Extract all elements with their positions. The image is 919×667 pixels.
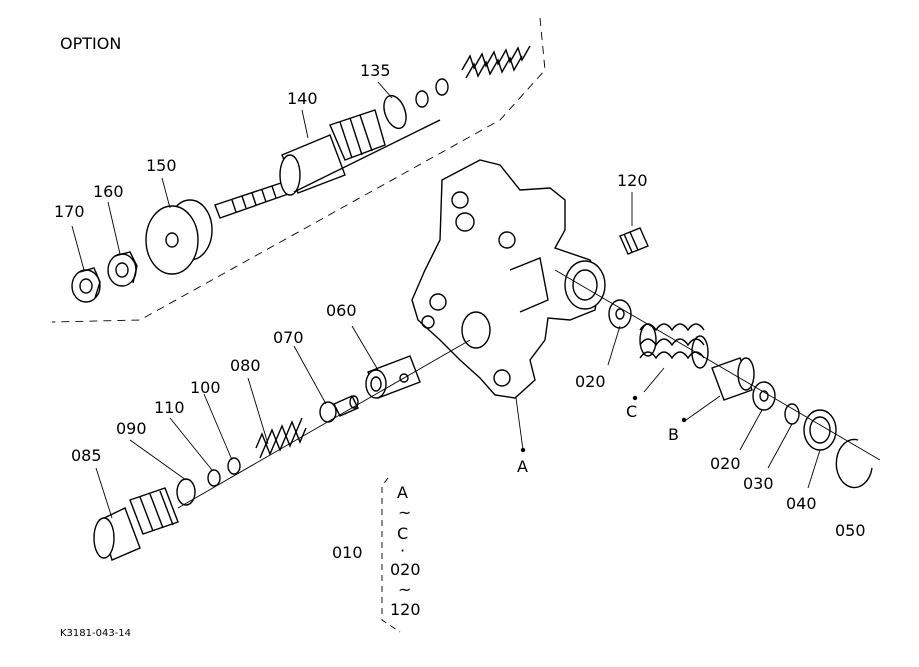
part-020-washer-lower xyxy=(752,381,776,411)
label-020-upper: 020 xyxy=(575,372,606,391)
assembly-line-6: ~ xyxy=(398,580,411,599)
part-160-nut xyxy=(107,251,138,287)
axis-line-right xyxy=(554,269,881,461)
assembly-line-2: ~ xyxy=(398,503,411,522)
label-010: 010 xyxy=(332,543,363,562)
label-060: 060 xyxy=(326,301,357,320)
axis-line-left xyxy=(177,339,471,509)
label-040: 040 xyxy=(786,494,817,513)
label-120: 120 xyxy=(617,171,648,190)
part-070-poppet xyxy=(319,395,359,423)
assembly-line-3: C xyxy=(397,524,408,543)
part-110-washer xyxy=(207,469,221,487)
assembly-line-7: 120 xyxy=(390,600,421,619)
part-040-washer xyxy=(803,409,837,451)
label-090: 090 xyxy=(116,419,147,438)
part-100-washer xyxy=(227,457,241,475)
part-150-knob xyxy=(145,199,213,275)
label-030: 030 xyxy=(743,474,774,493)
label-110: 110 xyxy=(154,398,185,417)
label-150: 150 xyxy=(146,156,177,175)
assembly-line-4: · xyxy=(400,541,405,560)
part-030-ring xyxy=(784,403,800,425)
part-080-spring xyxy=(255,417,307,459)
label-085: 085 xyxy=(71,446,102,465)
option-boundary xyxy=(51,17,546,323)
label-140: 140 xyxy=(287,89,318,108)
label-100: 100 xyxy=(190,378,221,397)
part-090-o-ring xyxy=(176,478,196,506)
part-120-plug xyxy=(619,227,649,255)
part-b-sleeve xyxy=(711,357,755,401)
part-valve-body xyxy=(411,159,606,399)
part-060-sleeve xyxy=(365,355,421,399)
label-050: 050 xyxy=(835,521,866,540)
ref-label-a: A xyxy=(517,457,528,476)
part-085-plug xyxy=(93,487,179,561)
part-c-spring xyxy=(639,323,709,369)
part-option-spring xyxy=(461,45,531,79)
part-135-o-ring xyxy=(383,94,407,130)
label-020-lower: 020 xyxy=(710,454,741,473)
assembly-line-5: 020 xyxy=(390,560,421,579)
leader-lines xyxy=(71,81,821,519)
assembly-bracket xyxy=(381,477,401,633)
ref-label-c: C xyxy=(626,402,637,421)
part-option-seats xyxy=(415,78,449,108)
part-140-adjust-screw xyxy=(214,109,441,219)
label-080: 080 xyxy=(230,356,261,375)
part-050-snap-ring xyxy=(835,438,873,489)
ref-label-b: B xyxy=(668,425,679,444)
figure-code: K3181-043-14 xyxy=(60,628,131,639)
part-170-nut xyxy=(71,267,101,303)
assembly-line-1: A xyxy=(397,483,408,502)
label-170: 170 xyxy=(54,202,85,221)
label-135: 135 xyxy=(360,61,391,80)
option-label: OPTION xyxy=(60,34,121,53)
label-070: 070 xyxy=(273,328,304,347)
label-160: 160 xyxy=(93,182,124,201)
reference-dots xyxy=(520,395,687,453)
part-020-washer-upper xyxy=(608,299,632,329)
